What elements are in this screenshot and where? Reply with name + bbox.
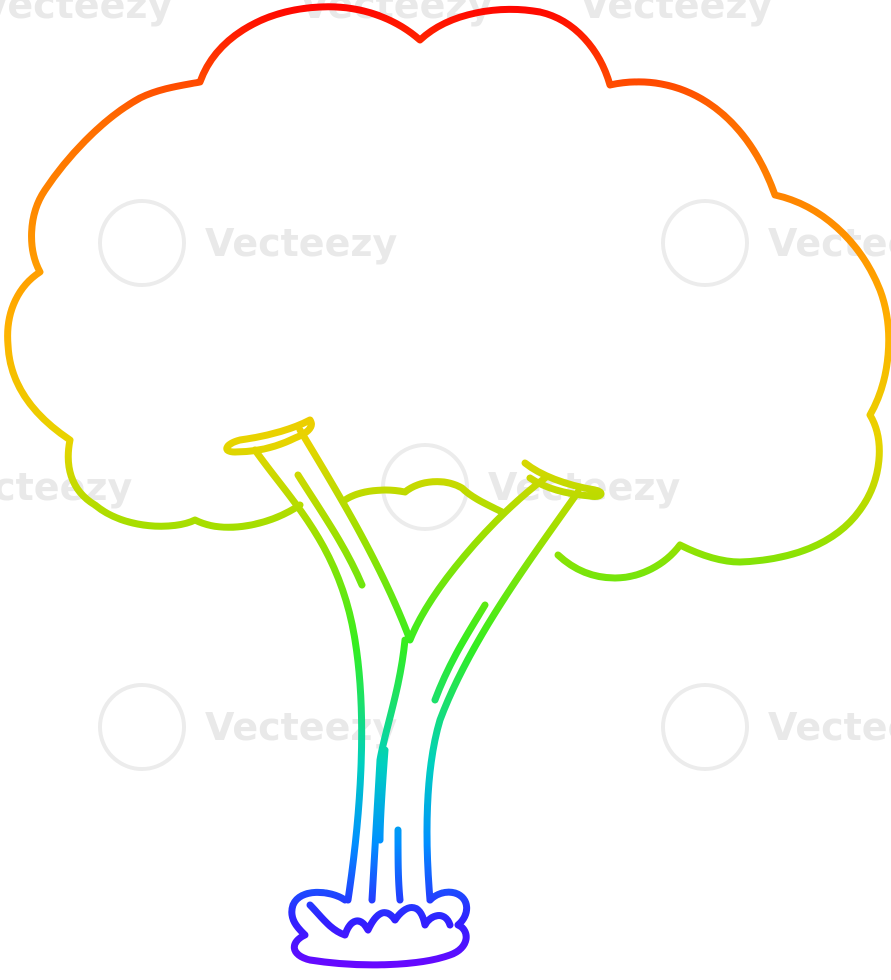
tree-canopy-inner-edge (341, 478, 506, 516)
tree-canopy-outline (4, 3, 891, 582)
tree-bark-detail (294, 471, 489, 904)
watermark-text: Vecteezy (768, 705, 891, 749)
tree-right-branch-cap (521, 459, 605, 500)
watermark-text: Vecteezy (0, 0, 172, 27)
watermark-text: Vecteezy (768, 221, 891, 265)
watermark-text: Vecteezy (205, 221, 397, 265)
watermark-text: Vecteezy (0, 465, 132, 509)
watermark-text: Vecteezy (205, 705, 397, 749)
tree-base-roots (288, 888, 471, 969)
watermark-text: Vecteezy (580, 0, 772, 27)
tree-left-branch-cap (223, 416, 315, 456)
watermark-layer: Vecteezy Vecteezy Vecteezy Vecteezy Vect… (0, 0, 891, 771)
tree-trunk (251, 426, 582, 904)
